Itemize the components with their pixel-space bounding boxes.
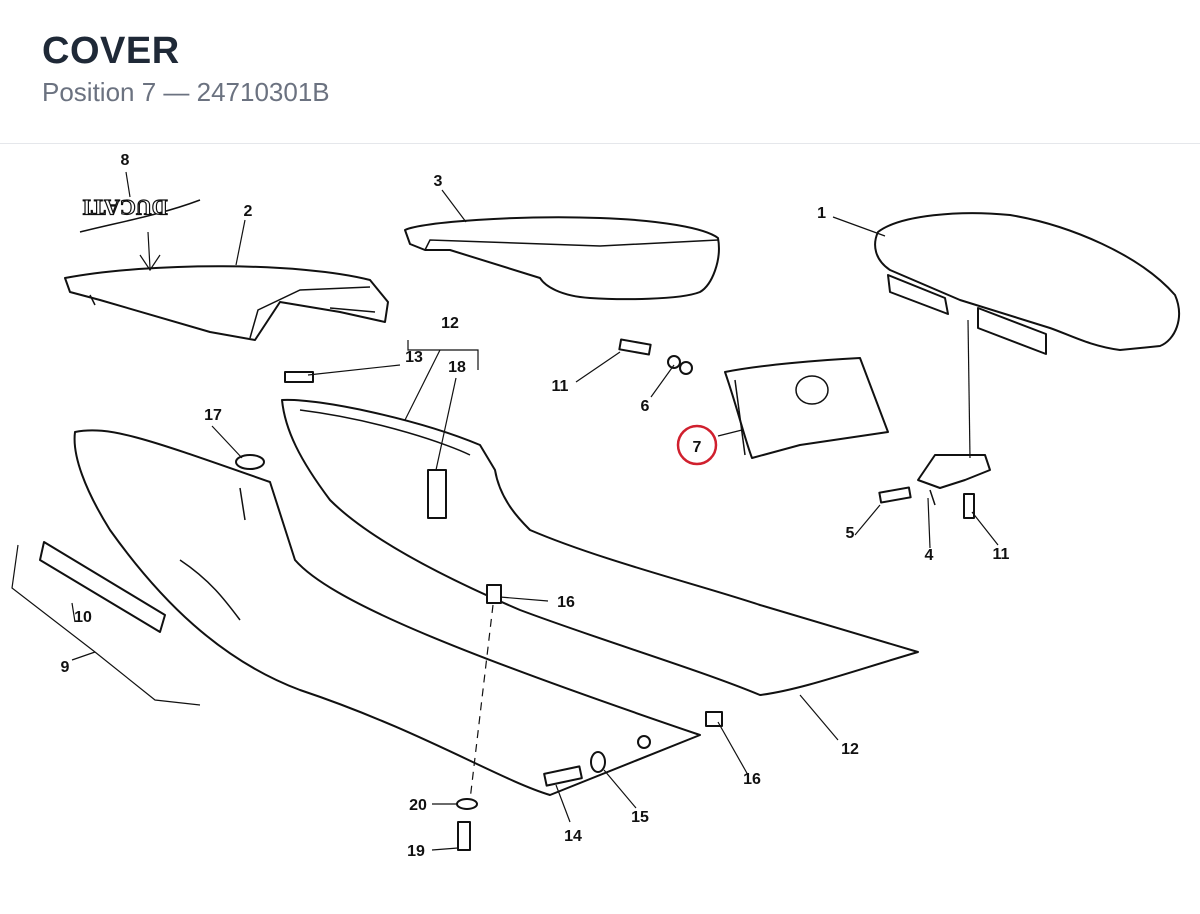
ducati-logo-text: DUCATI bbox=[82, 195, 167, 220]
page-title: COVER bbox=[42, 30, 180, 72]
small-fasteners bbox=[235, 454, 723, 851]
callout-13: 13 bbox=[405, 349, 423, 366]
part-9-side-panel[interactable] bbox=[73, 429, 701, 796]
callout-10: 10 bbox=[74, 609, 92, 626]
callout-19: 19 bbox=[407, 843, 425, 860]
part-2-rear-cowl[interactable] bbox=[64, 265, 389, 341]
callout-17: 17 bbox=[204, 407, 222, 424]
callout-18: 18 bbox=[448, 359, 466, 376]
callout-4: 4 bbox=[925, 547, 934, 564]
callout-11-right: 11 bbox=[993, 546, 1010, 563]
callout-12-top: 12 bbox=[441, 315, 459, 332]
exploded-parts-diagram: DUCATI bbox=[0, 145, 1200, 909]
part-3-seat-cowl[interactable] bbox=[404, 216, 720, 301]
callout-1: 1 bbox=[817, 205, 826, 222]
callout-8: 8 bbox=[121, 152, 130, 169]
callout-labels: 1 2 3 4 5 6 8 9 10 11 11 12 12 13 14 15 … bbox=[61, 152, 1010, 860]
position-label: Position 7 — 24710301B bbox=[42, 77, 330, 107]
callout-9: 9 bbox=[61, 659, 70, 676]
part-4-bracket[interactable] bbox=[917, 319, 991, 506]
callout-2: 2 bbox=[244, 203, 253, 220]
callout-11-top: 11 bbox=[552, 378, 569, 395]
part-10-decal bbox=[39, 541, 166, 633]
callout-14: 14 bbox=[564, 828, 582, 845]
diagram-canvas: DUCATI bbox=[11, 152, 1180, 860]
callout-7: 7 bbox=[693, 439, 702, 456]
page-header: COVER Position 7 — 24710301B bbox=[0, 0, 1200, 144]
highlighted-callout-7[interactable]: 7 bbox=[676, 424, 718, 466]
callout-20: 20 bbox=[409, 797, 427, 814]
part-12-tail-tray[interactable] bbox=[281, 371, 919, 696]
callout-12-bottom: 12 bbox=[841, 741, 859, 758]
callout-5: 5 bbox=[846, 525, 855, 542]
ducati-logo-decal: DUCATI bbox=[79, 194, 201, 272]
part-1-seat[interactable] bbox=[874, 212, 1180, 355]
callout-16-bottom: 16 bbox=[743, 771, 761, 788]
callout-15: 15 bbox=[631, 809, 649, 826]
leader-lines bbox=[11, 171, 999, 851]
highlight-ring bbox=[676, 424, 718, 466]
callout-6: 6 bbox=[641, 398, 650, 415]
callout-3: 3 bbox=[434, 173, 443, 190]
callout-16-center: 16 bbox=[557, 594, 575, 611]
part-7-cover[interactable] bbox=[724, 357, 889, 459]
fasteners-11-6 bbox=[618, 338, 975, 519]
